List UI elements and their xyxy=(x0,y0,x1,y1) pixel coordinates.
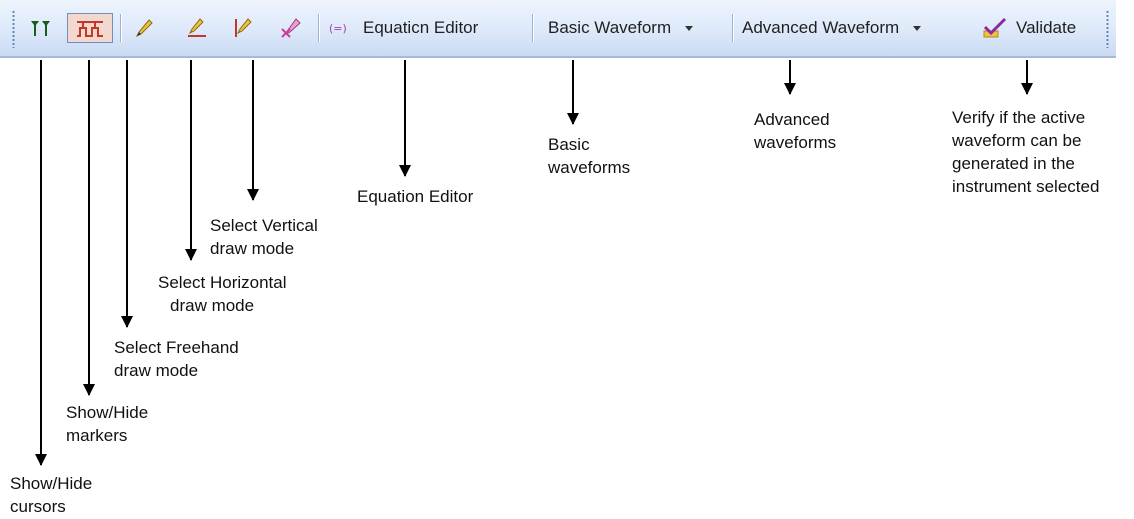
freehand-arrow xyxy=(121,60,133,328)
show-hide-markers-button[interactable] xyxy=(67,13,113,43)
toolbar-separator xyxy=(318,14,320,42)
chevron-down-icon xyxy=(685,25,694,31)
vertical-draw-button[interactable] xyxy=(228,13,258,43)
cursors-annotation: Show/Hide cursors xyxy=(10,474,93,516)
validate-arrow xyxy=(1021,60,1033,95)
vertical-pencil-icon xyxy=(235,18,252,37)
basic-waveform-label: Basic Waveform xyxy=(548,18,672,37)
freehand-draw-button[interactable] xyxy=(129,13,159,43)
advanced-annotation: Advanced waveforms xyxy=(754,110,837,152)
equation-editor-button[interactable]: (=) Equaticn Editor xyxy=(325,13,530,43)
svg-text:(=): (=) xyxy=(329,22,347,35)
toolbar-separator xyxy=(532,14,534,42)
advanced-waveform-dropdown[interactable]: Advanced Waveform xyxy=(738,13,978,43)
toolbar-grip-right[interactable] xyxy=(1106,10,1109,48)
validate-check-icon xyxy=(983,17,1007,38)
horizontal-pencil-icon xyxy=(188,18,206,37)
advanced-arrow xyxy=(784,60,796,95)
toolbar-separator xyxy=(120,14,122,42)
markers-annotation: Show/Hide markers xyxy=(66,403,149,445)
basic-arrow xyxy=(567,60,579,125)
vertical-annotation: Select Vertical draw mode xyxy=(210,216,318,258)
validate-button[interactable]: Validate xyxy=(982,13,1094,43)
toolbar-grip-left[interactable] xyxy=(12,10,15,48)
chevron-down-icon xyxy=(913,25,922,31)
clear-pencil-icon xyxy=(281,18,301,38)
markers-arrow xyxy=(83,60,95,396)
horizontal-annotation: Select Horizontal draw mode xyxy=(158,273,287,315)
freehand-annotation: Select Freehand draw mode xyxy=(114,338,239,380)
markers-icon xyxy=(77,21,103,37)
toolbar-separator xyxy=(732,14,734,42)
equation-icon: (=) xyxy=(329,22,347,35)
basic-annotation: Basic waveforms xyxy=(548,135,631,177)
equation-annotation: Equation Editor xyxy=(357,187,474,206)
show-hide-cursors-button[interactable] xyxy=(28,13,54,43)
clear-draw-button[interactable] xyxy=(276,13,308,43)
cursors-arrow xyxy=(35,60,47,466)
equation-arrow xyxy=(399,60,411,177)
horizontal-draw-button[interactable] xyxy=(182,13,212,43)
basic-waveform-dropdown[interactable]: Basic Waveform xyxy=(540,13,730,43)
vertical-arrow xyxy=(247,60,259,201)
horizontal-arrow xyxy=(185,60,197,261)
equation-editor-label: Equaticn Editor xyxy=(363,18,479,37)
validate-label: Validate xyxy=(1016,18,1077,37)
freehand-pencil-icon xyxy=(135,19,153,38)
validate-annotation: Verify if the active waveform can be gen… xyxy=(952,108,1100,196)
cursors-icon xyxy=(31,21,50,36)
waveform-toolbar: (=) Equaticn Editor Basic Waveform Advan… xyxy=(0,0,1116,58)
advanced-waveform-label: Advanced Waveform xyxy=(742,18,900,37)
